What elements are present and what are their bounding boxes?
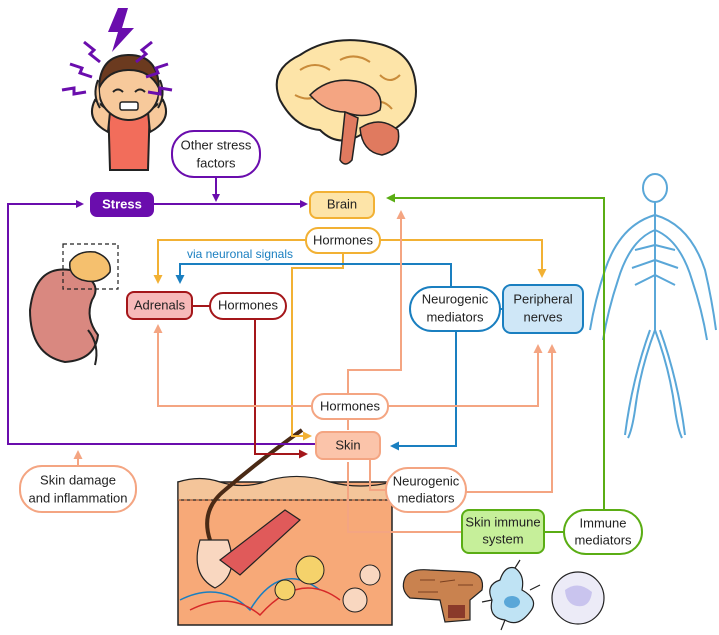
other-stress-factors-line2: factors [196, 155, 236, 170]
skin-immune-line2: system [482, 531, 523, 546]
neurogenic-bottom-line1: Neurogenic [393, 473, 460, 488]
immune-mediators-line1: Immune [580, 515, 627, 530]
skin-cross-section-illustration [177, 428, 393, 626]
hormones-adrenal-label: Hormones [218, 297, 278, 312]
arrow-adrenal-hormones-to-skin [254, 318, 308, 459]
hormones-adrenal-node: Hormones [209, 292, 287, 320]
arrow-neurogenic-to-skin [390, 328, 457, 451]
neurogenic-mediators-top-node: Neurogenic mediators [409, 286, 501, 332]
skin-damage-line2: and inflammation [29, 490, 128, 505]
skin-label: Skin [335, 437, 360, 452]
adrenals-node: Adrenals [126, 291, 193, 320]
immune-mediators-node: Immune mediators [563, 509, 643, 555]
skin-damage-line1: Skin damage [40, 472, 116, 487]
line-skin-to-immune [347, 462, 462, 533]
brain-node: Brain [309, 191, 375, 219]
stressed-person-illustration [61, 8, 173, 171]
hormones-top-label: Hormones [313, 232, 373, 247]
arrow-hormones-to-nerves [380, 239, 547, 278]
skin-damage-node: Skin damage and inflammation [19, 465, 137, 513]
neurogenic-mediators-bottom-node: Neurogenic mediators [385, 467, 467, 513]
brain-illustration [275, 39, 417, 165]
arrow-immune-mediators-to-brain [386, 193, 605, 510]
arrow-skin-neurogenic-to-nerves [466, 344, 557, 493]
via-neuronal-signals-label: via neuronal signals [187, 247, 293, 261]
hormones-bottom-node: Hormones [311, 393, 389, 420]
neurogenic-top-line1: Neurogenic [422, 291, 489, 306]
immune-cells-illustration [402, 559, 605, 631]
arrow-hormones-to-skin [291, 252, 344, 441]
stress-node: Stress [90, 192, 154, 217]
kidney-adrenal-illustration [28, 243, 119, 366]
other-stress-factors-line1: Other stress [181, 137, 252, 152]
adrenals-label: Adrenals [134, 297, 186, 312]
peripheral-nerves-node: Peripheral nerves [502, 284, 584, 334]
stress-label: Stress [102, 196, 142, 211]
hormones-top-node: Hormones [305, 227, 381, 254]
arrow-neuronal-to-adrenals [175, 263, 452, 290]
neurogenic-top-line2: mediators [426, 309, 484, 324]
arrow-skin-hormones-to-nerves [388, 344, 543, 407]
skin-immune-system-node: Skin immune system [461, 509, 545, 554]
brain-label: Brain [327, 196, 357, 211]
arrow-skin-hormones-to-adrenals [153, 324, 312, 407]
skin-node: Skin [315, 431, 381, 460]
hormones-bottom-label: Hormones [320, 398, 380, 413]
nervous-system-illustration [589, 173, 717, 439]
line-skin-to-neurogenic [369, 460, 386, 491]
arrow-skin-to-stress [7, 200, 318, 445]
peripheral-nerves-line2: nerves [523, 309, 563, 324]
neurogenic-bottom-line2: mediators [397, 490, 455, 505]
arrow-hormones-to-adrenals [153, 239, 306, 284]
immune-mediators-line2: mediators [574, 532, 632, 547]
peripheral-nerves-line1: Peripheral [513, 291, 572, 306]
other-stress-factors-node: Other stress factors [171, 130, 261, 178]
skin-immune-line1: Skin immune [465, 514, 540, 529]
